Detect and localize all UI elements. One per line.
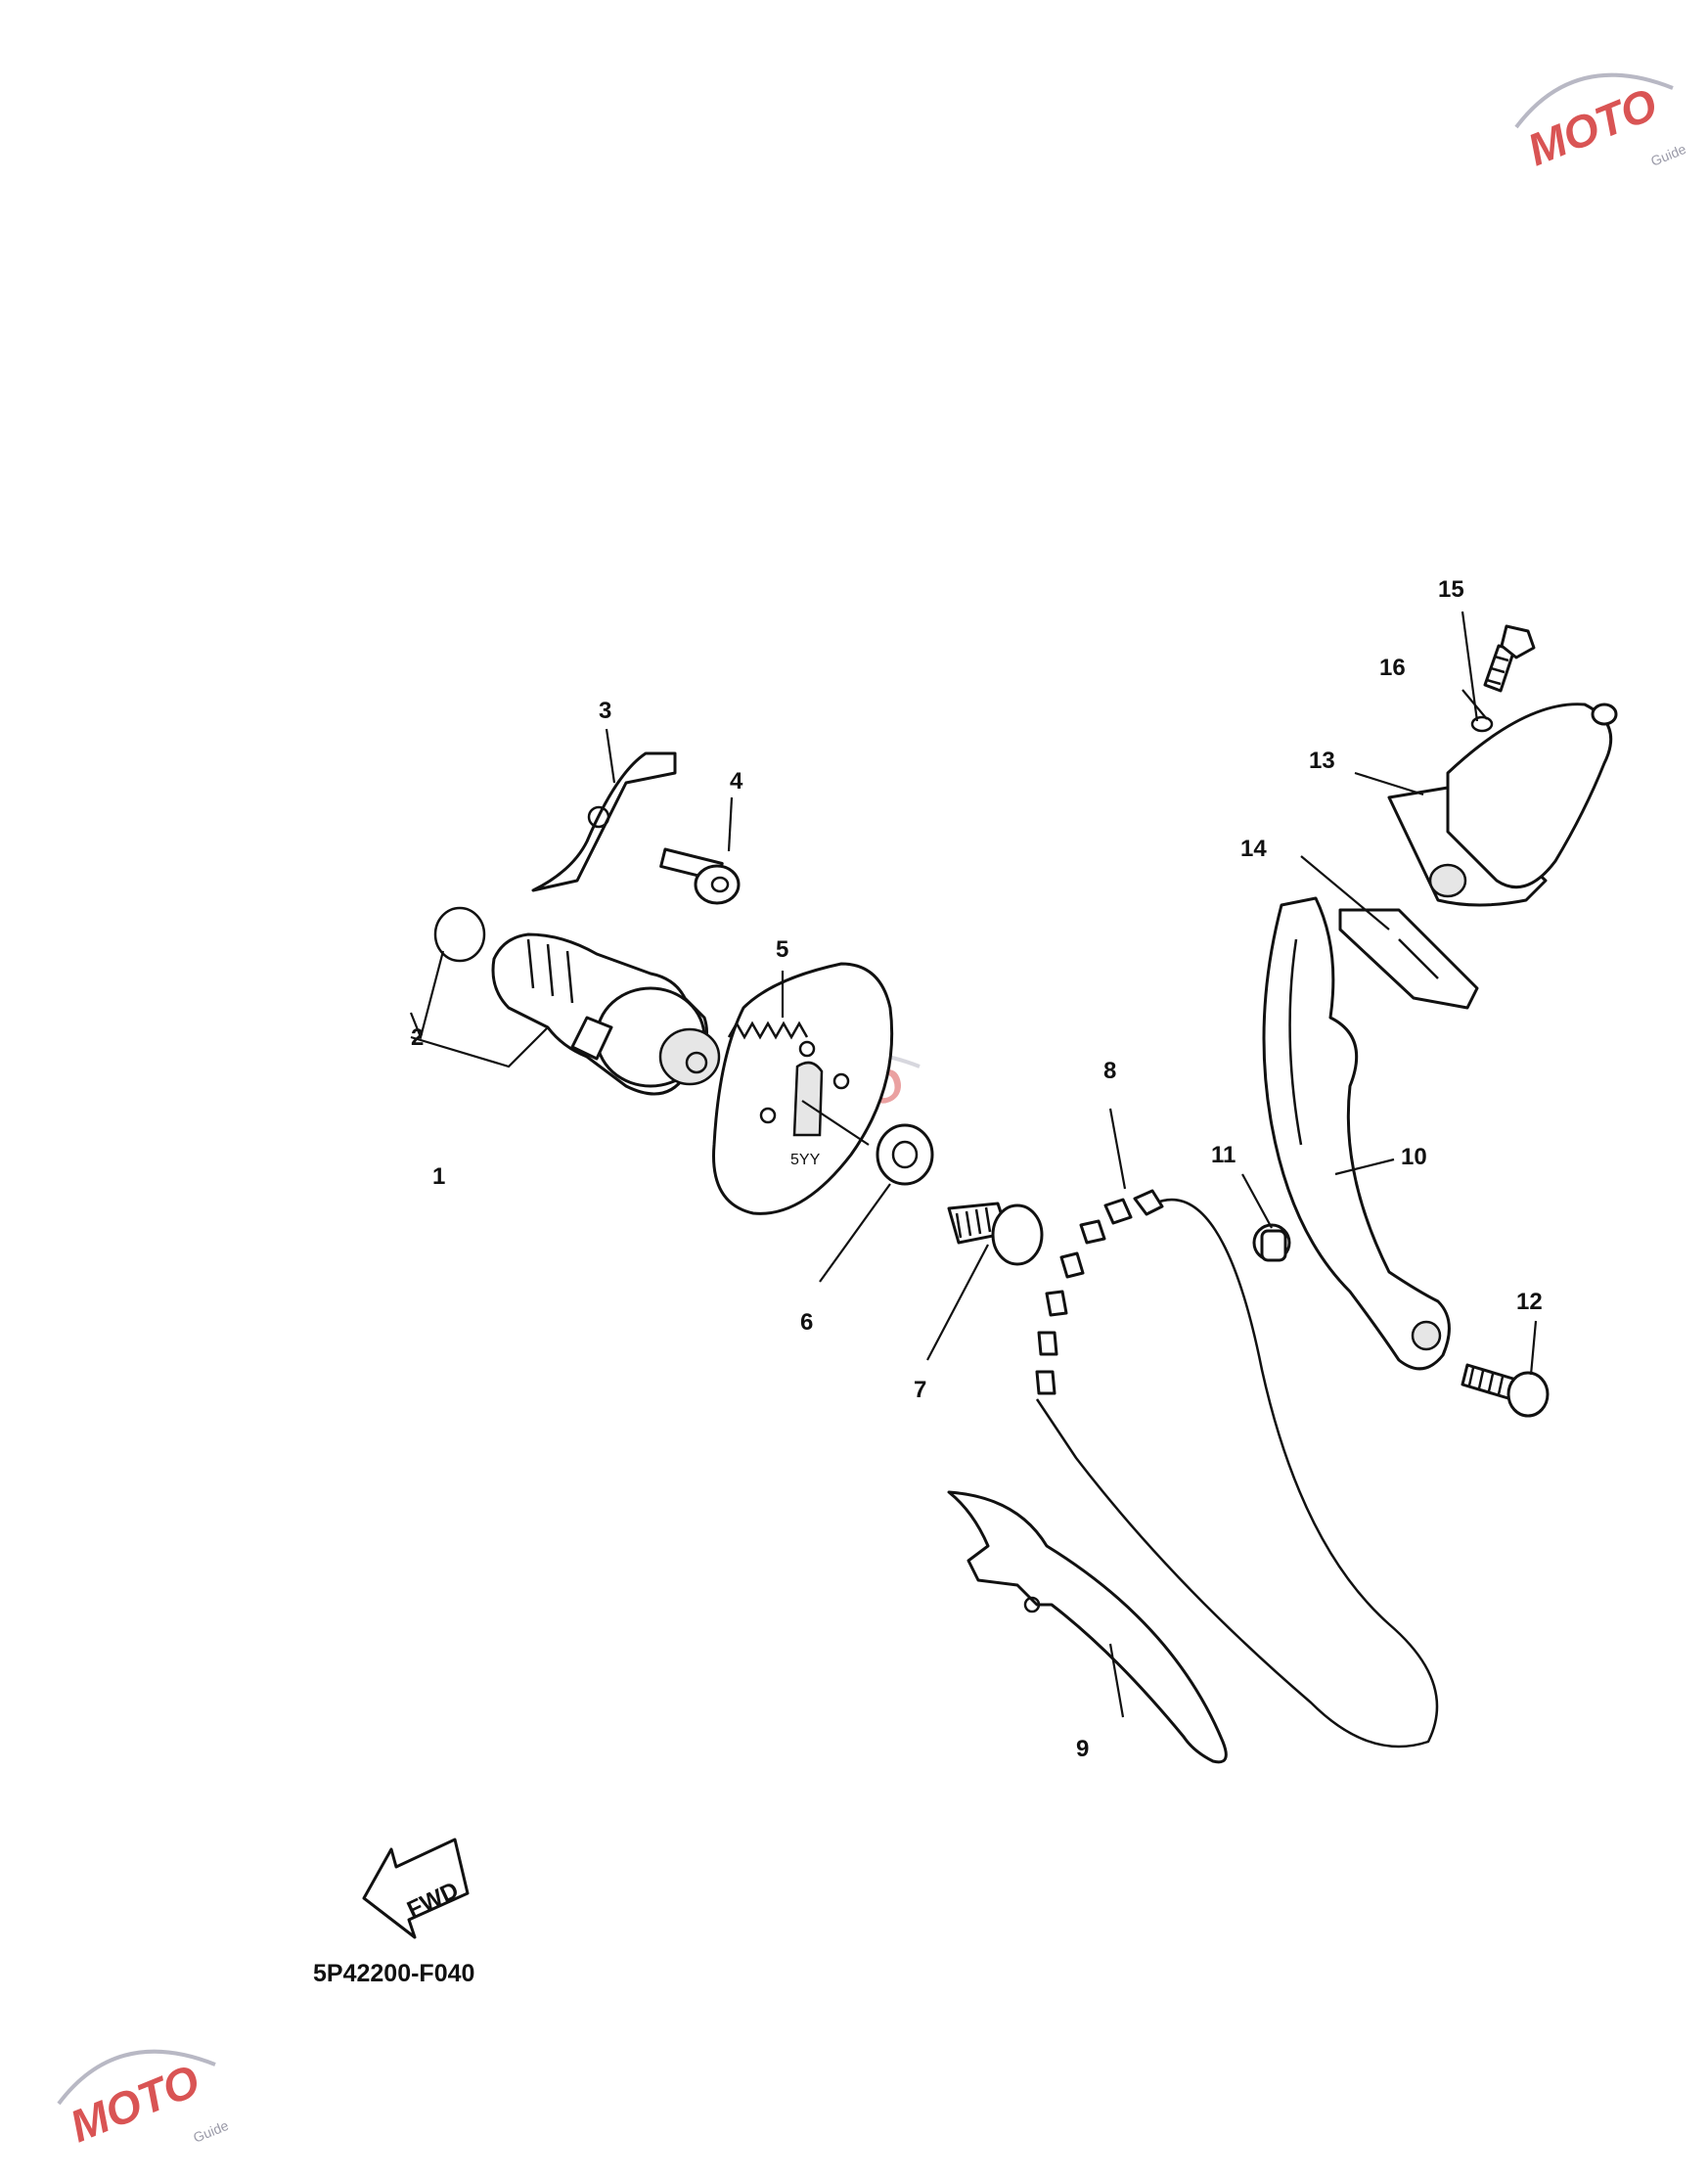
callout-3: 3	[599, 698, 611, 724]
callout-4: 4	[730, 768, 743, 795]
watermark-logo-top: MOTO Guide	[1514, 72, 1688, 176]
callout-13: 13	[1309, 748, 1335, 774]
svg-text:Guide: Guide	[1648, 141, 1688, 169]
part-collar	[1252, 1223, 1291, 1262]
part-decompressor-lever	[531, 751, 677, 892]
diagram-code: 5P42200-F040	[313, 1960, 474, 1987]
callout-14: 14	[1240, 836, 1267, 862]
watermark-logo-bottom: MOTO Guide	[57, 2049, 231, 2153]
part-bolt-15	[1483, 624, 1536, 693]
part-bolt-12	[1461, 1363, 1550, 1418]
sprocket-marking: 5YY	[790, 1152, 821, 1168]
svg-text:MOTO: MOTO	[1520, 78, 1664, 176]
part-bolt-4	[659, 847, 741, 905]
callout-16: 16	[1379, 655, 1406, 681]
svg-text:Guide: Guide	[191, 2117, 231, 2146]
callout-11: 11	[1211, 1142, 1236, 1168]
callout-10: 10	[1401, 1144, 1427, 1170]
leader-lines	[409, 611, 1538, 1718]
callout-2: 2	[411, 1024, 424, 1051]
callout-9: 9	[1076, 1736, 1089, 1762]
callouts: 1 2 3 4 5 6 7 8 9 10 11 12 13 14 15 16	[411, 576, 1543, 1762]
part-cam-chain	[1035, 1189, 1439, 1749]
part-cam-sprocket: 5YY	[712, 962, 894, 1215]
part-washer-16	[1470, 715, 1494, 733]
part-washer	[876, 1123, 934, 1186]
callout-6: 6	[800, 1309, 813, 1336]
fwd-arrow-icon: FWD	[362, 1838, 470, 1939]
part-o-ring	[433, 906, 486, 963]
callout-8: 8	[1103, 1058, 1116, 1084]
part-chain-guide	[947, 1490, 1228, 1764]
callout-5: 5	[776, 936, 788, 963]
callout-15: 15	[1438, 576, 1464, 603]
callout-1: 1	[432, 1163, 445, 1190]
part-tensioner-gasket	[1338, 908, 1479, 1010]
part-tensioner-body	[1387, 703, 1618, 907]
callout-7: 7	[914, 1377, 926, 1403]
part-tensioner-arm	[1262, 896, 1451, 1371]
svg-text:MOTO: MOTO	[63, 2055, 206, 2153]
callout-12: 12	[1516, 1289, 1543, 1315]
part-sprocket-bolt	[947, 1202, 1044, 1266]
part-camshaft	[491, 932, 721, 1096]
